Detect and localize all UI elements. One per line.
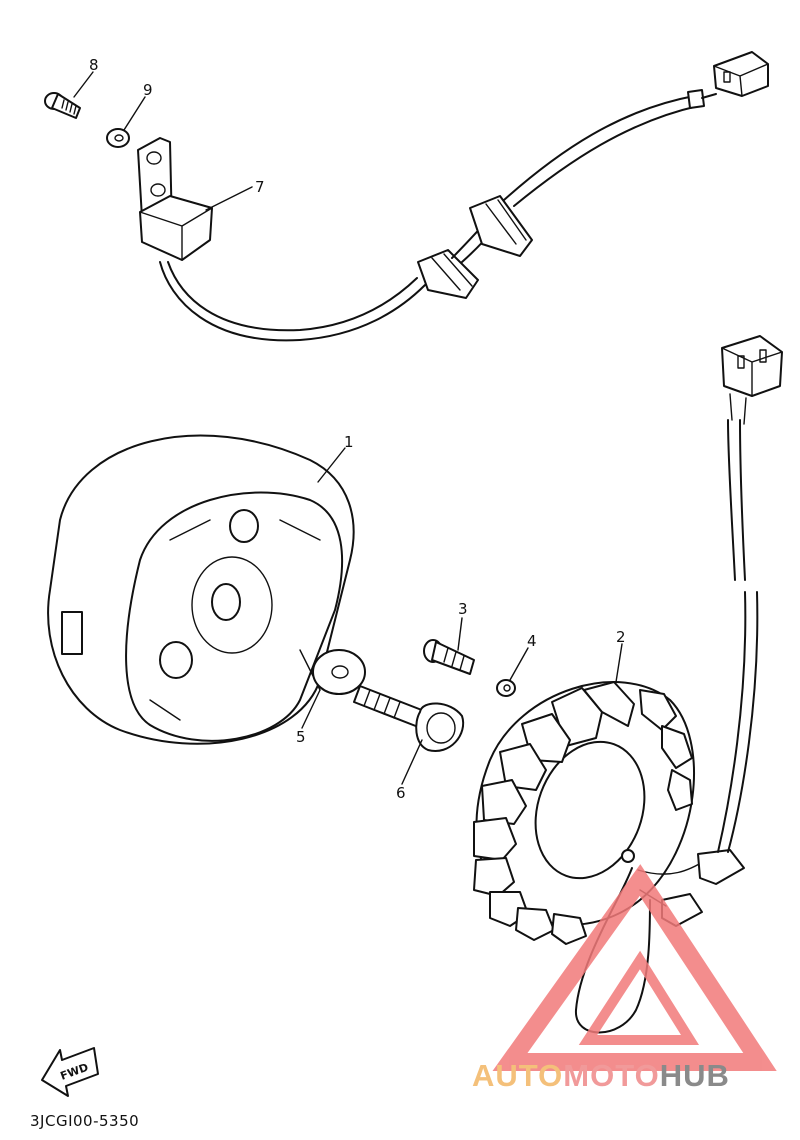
part-9-washer xyxy=(106,128,130,148)
callout-8: 8 xyxy=(89,56,99,74)
callout-4: 4 xyxy=(527,632,537,650)
part-2-stator xyxy=(473,335,783,1034)
watermark-auto: AUTO xyxy=(472,1058,564,1093)
callout-9: 9 xyxy=(143,81,153,99)
callout-2: 2 xyxy=(616,628,626,646)
part-1-rotor xyxy=(47,434,355,745)
part-6-bolt xyxy=(353,685,465,752)
part-3-bolt xyxy=(423,639,475,675)
fwd-arrow-icon: FWD xyxy=(41,1047,99,1097)
callout-3: 3 xyxy=(458,600,468,618)
callout-5: 5 xyxy=(296,728,306,746)
part-8-bolt xyxy=(44,92,81,119)
watermark-text: AUTOMOTOHUB xyxy=(472,1058,730,1094)
watermark-hub: HUB xyxy=(659,1058,730,1093)
part-7-pickup-coil xyxy=(137,51,769,342)
watermark-logo-icon xyxy=(492,864,777,1071)
callout-1: 1 xyxy=(344,433,354,451)
diagram-code: 3JCGI00-5350 xyxy=(30,1112,140,1130)
callout-7: 7 xyxy=(255,178,265,196)
leader-lines xyxy=(73,71,623,785)
part-4-washer xyxy=(496,679,516,697)
callout-6: 6 xyxy=(396,784,406,802)
part-5-washer xyxy=(312,649,366,695)
watermark-moto: MOTO xyxy=(563,1058,660,1093)
